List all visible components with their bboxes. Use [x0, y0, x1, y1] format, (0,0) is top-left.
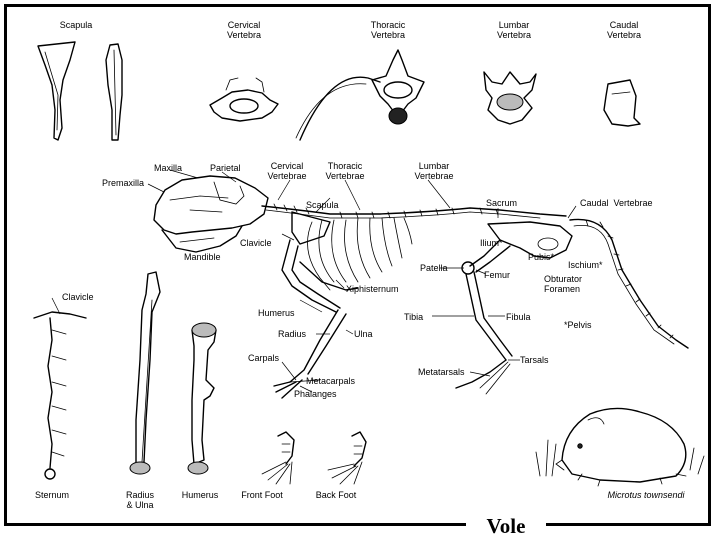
humerus-drawing [187, 322, 217, 475]
front-foot-drawing [261, 431, 295, 485]
vole-sketch-drawing [535, 407, 705, 487]
label-radius-ulna: Radius & Ulna [125, 490, 155, 510]
label-scapula: Scapula [306, 200, 339, 210]
label-fibula: Fibula [506, 312, 531, 322]
label-sternum: Sternum [34, 490, 70, 500]
label-patella: Patella [420, 263, 448, 273]
sternum-drawing [33, 311, 87, 480]
label-lumbar-vertebrae: Lumbar Vertebrae [414, 161, 454, 181]
diagram-border [4, 4, 711, 526]
vertebral-column-drawing [261, 203, 567, 219]
label-clavicle: Clavicle [240, 238, 272, 248]
caudal-vertebra-drawing [603, 79, 641, 127]
label-femur: Femur [484, 270, 511, 280]
label-carpals: Carpals [248, 353, 280, 363]
label-radius: Radius [278, 329, 307, 339]
scapula-drawing [37, 41, 123, 141]
label-lumbar-vertebra: Lumbar Vertebra [496, 20, 532, 40]
label-thoracic-vertebra: Thoracic Vertebra [370, 20, 406, 40]
label-caudal-vertebra: Caudal Vertebra [606, 20, 642, 40]
front-leg-drawing [273, 239, 347, 399]
label-ischium: Ischium* [568, 260, 603, 270]
label-tarsals: Tarsals [520, 355, 549, 365]
label-mandible: Mandible [184, 252, 221, 262]
label-humerus-bottom: Humerus [181, 490, 219, 500]
label-obturator-foramen: Obturator Foramen [544, 274, 583, 294]
label-scapula-view: Scapula [59, 20, 93, 30]
tail-drawing [569, 218, 689, 349]
label-pubis: Pubis* [528, 252, 555, 262]
label-front-foot: Front Foot [241, 490, 283, 500]
label-humerus: Humerus [258, 308, 295, 318]
leader-lines [51, 169, 577, 393]
label-parietal: Parietal [210, 163, 241, 173]
label-premaxilla: Premaxilla [102, 178, 145, 188]
label-phalanges: Phalanges [294, 389, 337, 399]
skull-drawing [153, 175, 269, 253]
label-metatarsals: Metatarsals [418, 367, 465, 377]
thoracic-vertebra-drawing [295, 49, 425, 141]
label-pelvis-note: *Pelvis [564, 320, 592, 330]
label-maxilla: Maxilla [154, 163, 183, 173]
label-back-foot: Back Foot [315, 490, 357, 500]
label-ulna: Ulna [354, 329, 373, 339]
label-ilium: Ilium* [480, 238, 503, 248]
label-cervical-vertebrae: Cervical Vertebrae [267, 161, 307, 181]
skeleton-scapula-drawing [291, 211, 331, 245]
label-metacarpals: Metacarpals [306, 376, 356, 386]
label-tibia: Tibia [404, 312, 424, 322]
rib-cage-drawing [299, 217, 413, 291]
cervical-vertebra-drawing [209, 77, 279, 122]
label-xiphisternum: Xiphisternum [346, 284, 399, 294]
label-caudal-vertebrae: Caudal Vertebrae [580, 198, 653, 208]
diagram-title: Vole [486, 514, 526, 538]
pelvis-drawing [487, 221, 573, 259]
label-thoracic-vertebrae: Thoracic Vertebrae [325, 161, 365, 181]
radius-ulna-drawing [129, 271, 161, 475]
label-cervical-vertebra: Cervical Vertebra [226, 20, 262, 40]
title-band: Vole [466, 514, 546, 538]
label-sacrum: Sacrum [486, 198, 518, 208]
lumbar-vertebra-drawing [483, 71, 537, 125]
label-species: Microtus townsendi [607, 490, 685, 500]
back-foot-drawing [327, 431, 367, 485]
label-clavicle-bottom: Clavicle [62, 292, 94, 302]
